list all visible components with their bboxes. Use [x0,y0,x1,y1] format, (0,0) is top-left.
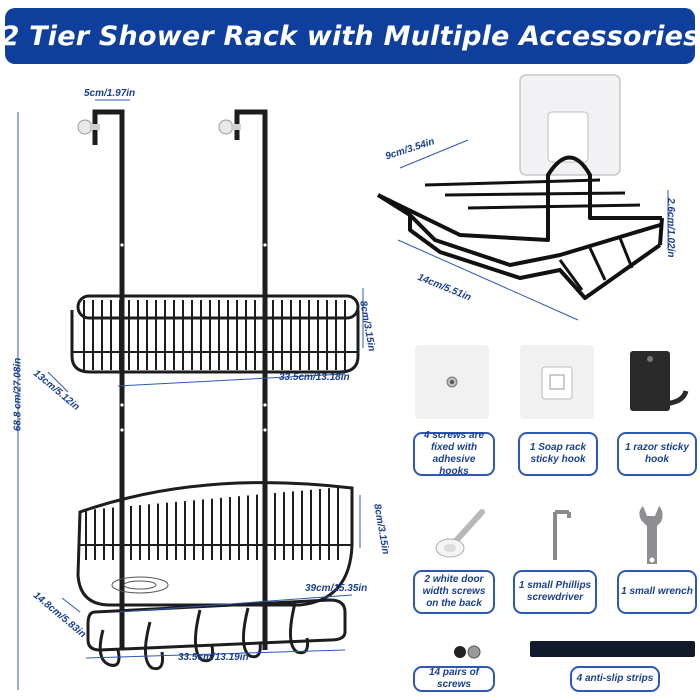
dim-soap-height: 2.6cm/1.02in [665,198,676,258]
accessory-label-2: 1 Soap rack sticky hook [518,432,598,476]
page-title: 2 Tier Shower Rack with Multiple Accesso… [0,20,700,52]
accessory-label-1: 4 screws are fixed with adhesive hooks [413,430,495,477]
adhesive-hook-with-screw-icon [415,345,489,419]
top-basket [70,294,360,374]
accessory-label-5: 1 small Phillips screwdriver [513,570,597,614]
header-banner: 2 Tier Shower Rack with Multiple Accesso… [1,8,699,64]
dim-hook-width: 5cm/1.97in [84,88,136,99]
accessory-label-4: 2 white door width screws on the back [413,570,495,614]
razor-hook-icon [622,345,696,419]
wrench-icon [639,506,663,564]
dim-hook-bar-width: 33.5cm/13.19in [178,652,249,663]
bottom-basket [76,481,354,607]
door-screw-icon [77,119,241,135]
dim-top-width: 33.5cm/13.18in [279,372,350,383]
accessory-label-7: 14 pairs of screws [413,666,495,692]
door-width-screw-icon [435,509,485,558]
accessory-label-8: 4 anti-slip strips [570,666,660,692]
anti-slip-strip-icon [530,641,695,657]
accessory-label-3: 1 razor sticky hook [617,432,697,476]
soap-rack-sticky-hook-icon [520,345,594,419]
accessory-label-6: 1 small wrench [617,570,697,614]
dim-bottom-width: 39cm/15.35in [305,583,368,594]
phillips-screwdriver-icon [553,510,571,560]
screws-icon [454,645,481,659]
